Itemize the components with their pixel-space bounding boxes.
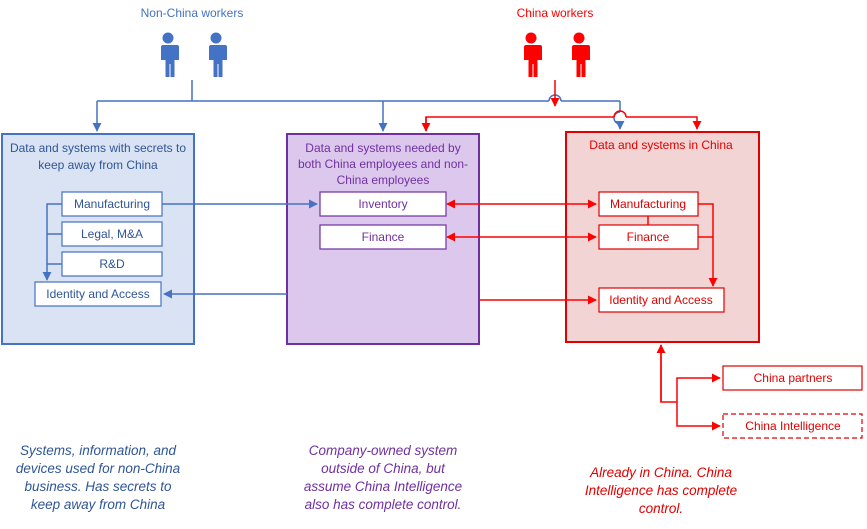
- secrets-note: Systems, information, and devices used f…: [0, 442, 196, 514]
- shared-inventory-node: [319, 191, 447, 217]
- secrets-note-line: keep away from China: [30, 497, 166, 512]
- shared-note-line: outside of China, but: [321, 461, 445, 476]
- shared-finance-label: Finance: [362, 230, 405, 244]
- secrets-identity-node: [34, 281, 162, 307]
- secrets-note-line: Systems, information, and: [19, 443, 177, 458]
- non-china-workers-label: Non-China workers: [141, 6, 244, 20]
- china-note-line: control.: [638, 501, 684, 516]
- shared-zone-title-line1: Data and systems needed by: [305, 141, 460, 155]
- china-note: Already in China. China Intelligence has…: [556, 464, 766, 518]
- china-zone-title: Data and systems in China: [589, 138, 733, 152]
- shared-note-line: Company-owned system: [308, 443, 458, 458]
- china-manufacturing-node: [598, 191, 699, 217]
- shared-zone-title-line3: China employees: [337, 173, 430, 187]
- china-workers-label: China workers: [517, 6, 594, 20]
- shared-note: Company-owned system outside of China, b…: [280, 442, 486, 514]
- china-workers-icon: [522, 32, 590, 77]
- secrets-manufacturing-node: [61, 191, 163, 217]
- china-finance-node: [598, 224, 699, 250]
- secrets-legal-node: [61, 221, 163, 247]
- shared-note-line: assume China Intelligence: [303, 479, 463, 494]
- secrets-manufacturing-label: Manufacturing: [74, 197, 150, 211]
- china-identity-label: Identity and Access: [609, 293, 712, 307]
- shared-zone-title-line2: both China employees and non-: [298, 157, 468, 171]
- china-partners-node: [722, 365, 863, 391]
- china-intelligence-label: China Intelligence: [745, 419, 841, 433]
- secrets-identity-label: Identity and Access: [46, 287, 149, 301]
- china-finance-label: Finance: [627, 230, 670, 244]
- china-manufacturing-label: Manufacturing: [610, 197, 686, 211]
- china-access-lines: [421, 80, 721, 431]
- secrets-zone-title-line2: keep away from China: [38, 158, 158, 172]
- secrets-legal-label: Legal, M&A: [81, 227, 143, 241]
- secrets-note-line: business. Has secrets to: [24, 479, 172, 494]
- shared-finance-node: [319, 224, 447, 250]
- shared-inventory-label: Inventory: [358, 197, 407, 211]
- china-note-line: Intelligence has complete: [584, 483, 738, 498]
- non-china-access-lines: [42, 80, 620, 299]
- shared-note-line: also has complete control.: [304, 497, 462, 512]
- non-china-workers-icon: [159, 32, 227, 77]
- china-note-line: Already in China. China: [590, 465, 732, 480]
- china-partners-label: China partners: [754, 371, 833, 385]
- china-intelligence-node: [722, 413, 863, 439]
- secrets-rd-node: [61, 251, 163, 277]
- secrets-note-line: devices used for non-China: [15, 461, 181, 476]
- secrets-zone-title-line1: Data and systems with secrets to: [10, 141, 186, 155]
- china-identity-node: [598, 287, 725, 313]
- secrets-rd-label: R&D: [99, 257, 125, 271]
